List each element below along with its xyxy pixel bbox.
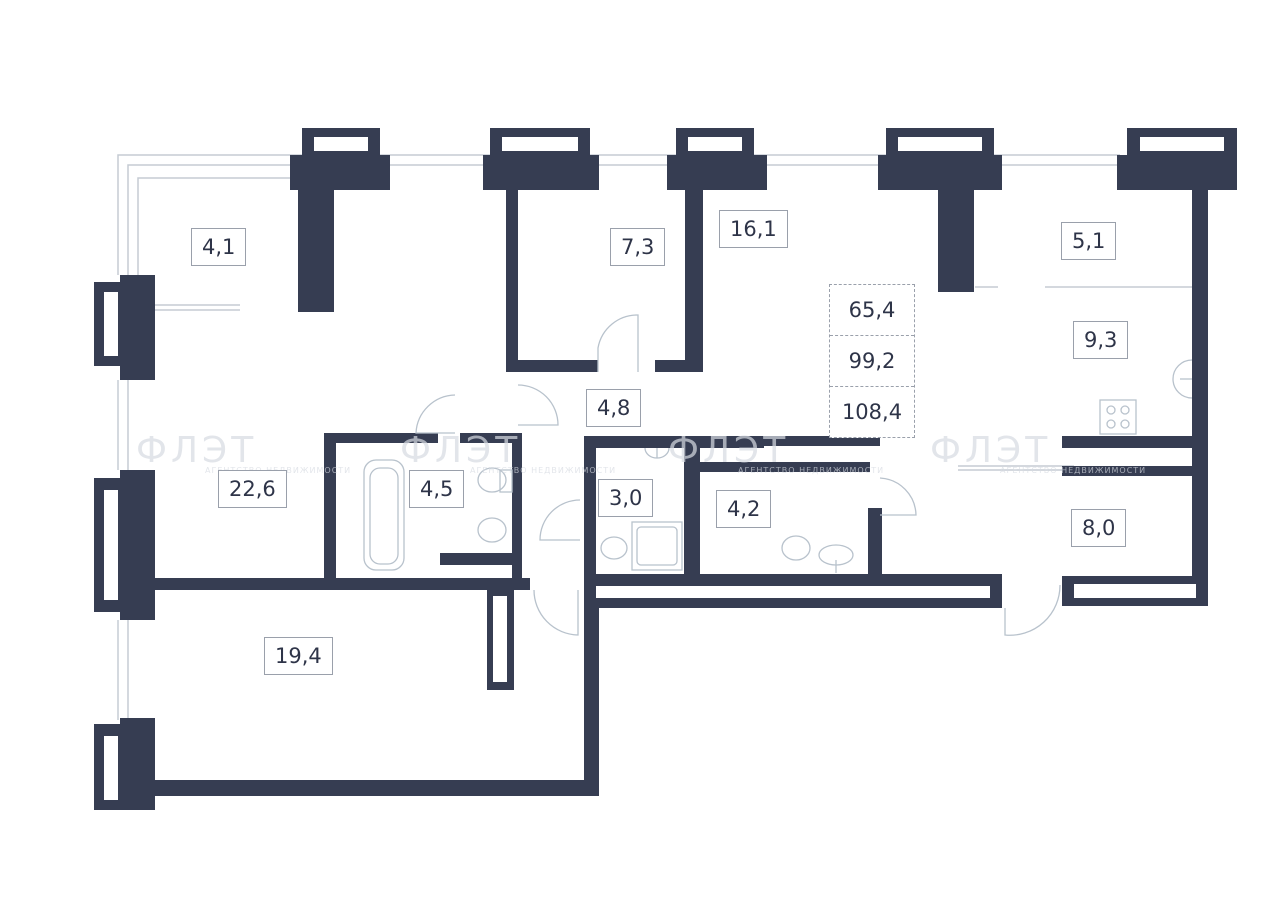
room-area-label: 22,6	[218, 470, 287, 508]
watermark-tagline: АГЕНТСТВО НЕДВИЖИМОСТИ	[1000, 466, 1147, 475]
fixtures	[363, 359, 1193, 573]
room-area-label: 7,3	[610, 228, 666, 266]
room-area-label: 4,2	[716, 490, 772, 528]
watermark-logo: ФЛЭТ	[668, 430, 790, 471]
door-swings	[415, 314, 1061, 636]
room-area-label: 9,3	[1073, 321, 1129, 359]
watermark-logo: ФЛЭТ	[400, 430, 522, 471]
room-area-label: 16,1	[719, 210, 788, 248]
room-area-label: 4,1	[191, 228, 247, 266]
room-area-label: 3,0	[598, 479, 654, 517]
area-summary: 65,4 99,2 108,4	[829, 284, 915, 438]
room-area-label: 4,5	[409, 470, 465, 508]
watermark-logo: ФЛЭТ	[930, 430, 1052, 471]
room-area-label: 4,8	[586, 389, 642, 427]
room-area-label: 8,0	[1071, 509, 1127, 547]
watermark-logo: ФЛЭТ	[136, 430, 258, 471]
watermark-tagline: АГЕНТСТВО НЕДВИЖИМОСТИ	[738, 466, 885, 475]
wall-inner	[104, 137, 1224, 800]
watermark-tagline: АГЕНТСТВО НЕДВИЖИМОСТИ	[470, 466, 617, 475]
total-area: 99,2	[830, 336, 914, 387]
room-area-label: 5,1	[1061, 222, 1117, 260]
room-area-label: 19,4	[264, 637, 333, 675]
living-area: 65,4	[830, 285, 914, 336]
area-with-balcony: 108,4	[841, 400, 903, 424]
